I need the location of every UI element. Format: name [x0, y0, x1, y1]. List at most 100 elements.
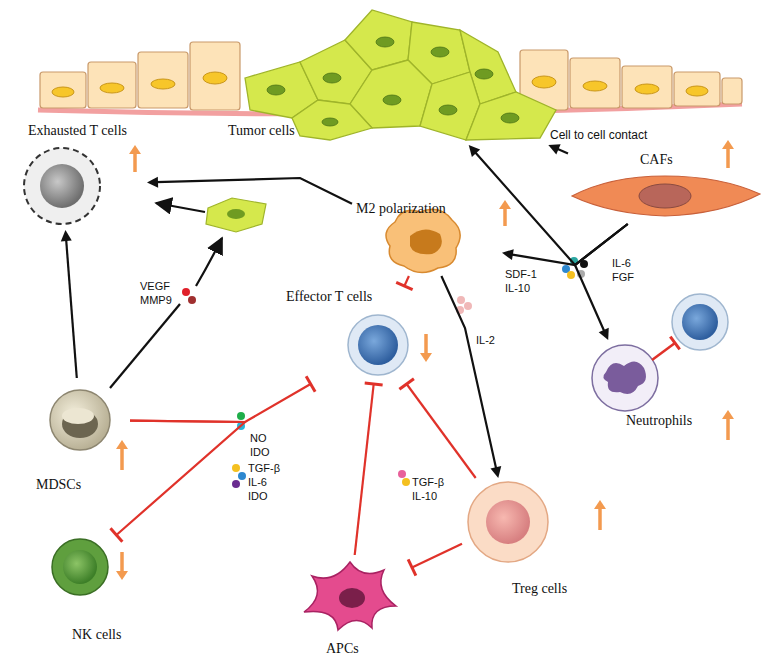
inhibit-bar: [110, 528, 122, 542]
arrow-head: [61, 230, 72, 241]
treg-cell: [468, 482, 548, 562]
cytokine-label: IL-10: [505, 282, 530, 295]
cell-label: MDSCs: [36, 476, 81, 493]
connector-line: [130, 384, 311, 422]
change-arrow-head: [722, 410, 734, 419]
change-arrow-head: [116, 440, 128, 449]
cytokine-label: IL-2: [476, 334, 495, 347]
cell-label: Effector T cells: [286, 288, 372, 305]
cytokine-label: FGF: [612, 271, 634, 284]
tumor-nuclei: [267, 37, 519, 126]
inhibition-connector: [399, 379, 475, 478]
cell-label: NK cells: [72, 626, 121, 643]
arrow-head: [502, 249, 514, 260]
change-arrow: [133, 153, 137, 172]
change-arrow: [726, 418, 730, 440]
caf-node: CAFs: [568, 150, 763, 224]
connector-line: [475, 152, 628, 265]
caf-cell: [572, 176, 760, 216]
connector-line: [511, 224, 628, 265]
cytokine-label: VEGF: [140, 280, 170, 293]
change-arrow-head: [722, 140, 734, 149]
connector-line: [355, 384, 374, 555]
cell-label: Neutrophils: [626, 412, 692, 429]
inhibition-connector: [355, 383, 383, 555]
change-arrow: [120, 448, 124, 470]
cytokine-label: IDO: [250, 446, 270, 459]
treg-node: Treg cells: [462, 478, 590, 600]
inhibition-connector: [408, 544, 462, 576]
cytokine-label: TGF-β: [248, 462, 280, 475]
m2-node: M2 polarization: [352, 198, 502, 276]
arrow-head: [548, 144, 560, 154]
change-arrow: [726, 148, 730, 168]
inhibition-connector: [130, 376, 315, 422]
cytokine-dots: [182, 257, 588, 488]
stimulation-connector: [441, 276, 501, 478]
cell-label: Exhausted T cells: [28, 122, 127, 139]
change-arrow-head: [594, 500, 606, 509]
cell-label: M2 polarization: [356, 200, 446, 217]
neutrophil: [592, 345, 658, 411]
connector-line: [407, 384, 476, 478]
connector-line: [66, 239, 77, 378]
cell-label: APCs: [326, 640, 359, 657]
blue-cell: [652, 294, 728, 360]
change-arrow-head: [129, 145, 141, 154]
stimulation-connector: [548, 144, 568, 154]
exhausted-t-cell: [24, 148, 100, 224]
arrow-head: [147, 177, 158, 188]
inhibit-bar: [365, 383, 383, 385]
connector-line: [441, 276, 496, 469]
change-arrow: [120, 552, 124, 572]
effector-t-cell: [348, 315, 408, 375]
change-arrow: [598, 508, 602, 530]
inhibition-connector: [396, 276, 412, 290]
arrow-head: [490, 466, 501, 478]
stimulation-connector: [469, 145, 628, 265]
stimulation-connector: [502, 224, 628, 265]
cell-label: CAFs: [640, 151, 673, 168]
inhibit-bar: [408, 559, 416, 575]
mdsc-node: MDSCs: [30, 378, 130, 496]
stimulation-connector: [147, 177, 352, 204]
change-arrow: [503, 208, 507, 226]
apc-cell: [304, 562, 396, 630]
cytokine-label: SDF-1: [505, 268, 537, 281]
cytokine-label: IL-10: [412, 490, 437, 503]
change-arrow: [424, 334, 428, 354]
connector-line: [404, 276, 409, 286]
nk-node: NK cells: [45, 535, 145, 647]
arrow-head: [469, 145, 480, 157]
change-arrow-head: [420, 353, 432, 362]
inhibit-bar: [306, 376, 315, 392]
small-tumor-cell: [206, 198, 266, 232]
cytokine-label: TGF-β: [412, 476, 444, 489]
neutrophil-node: Neutrophils: [588, 340, 718, 432]
arrow-head: [599, 328, 609, 340]
cytokine-label: MMP9: [140, 294, 172, 307]
inhibit-bar: [399, 379, 414, 390]
connector-line: [156, 178, 352, 204]
cell-label: Treg cells: [512, 580, 567, 597]
connector-line: [116, 421, 245, 535]
exhausted-t-node: Exhausted T cells: [22, 120, 147, 230]
inhibition-connector: [110, 421, 245, 542]
change-arrows: [116, 140, 734, 580]
inhibit-bar: [396, 282, 412, 289]
connector-line: [412, 544, 462, 568]
cell-label: Tumor cells: [228, 122, 295, 139]
effector-t-node: Effector T cells: [284, 286, 416, 384]
stimulation-connector: [61, 230, 77, 378]
apc-node: APCs: [290, 555, 412, 659]
cytokine-label: IDO: [248, 490, 268, 503]
tumor-cluster: [245, 10, 556, 140]
change-arrow-head: [116, 571, 128, 580]
cytokine-label: IL-6: [612, 257, 631, 270]
change-arrow-head: [499, 200, 511, 209]
tumor-cells: Tumor cells: [215, 20, 560, 145]
